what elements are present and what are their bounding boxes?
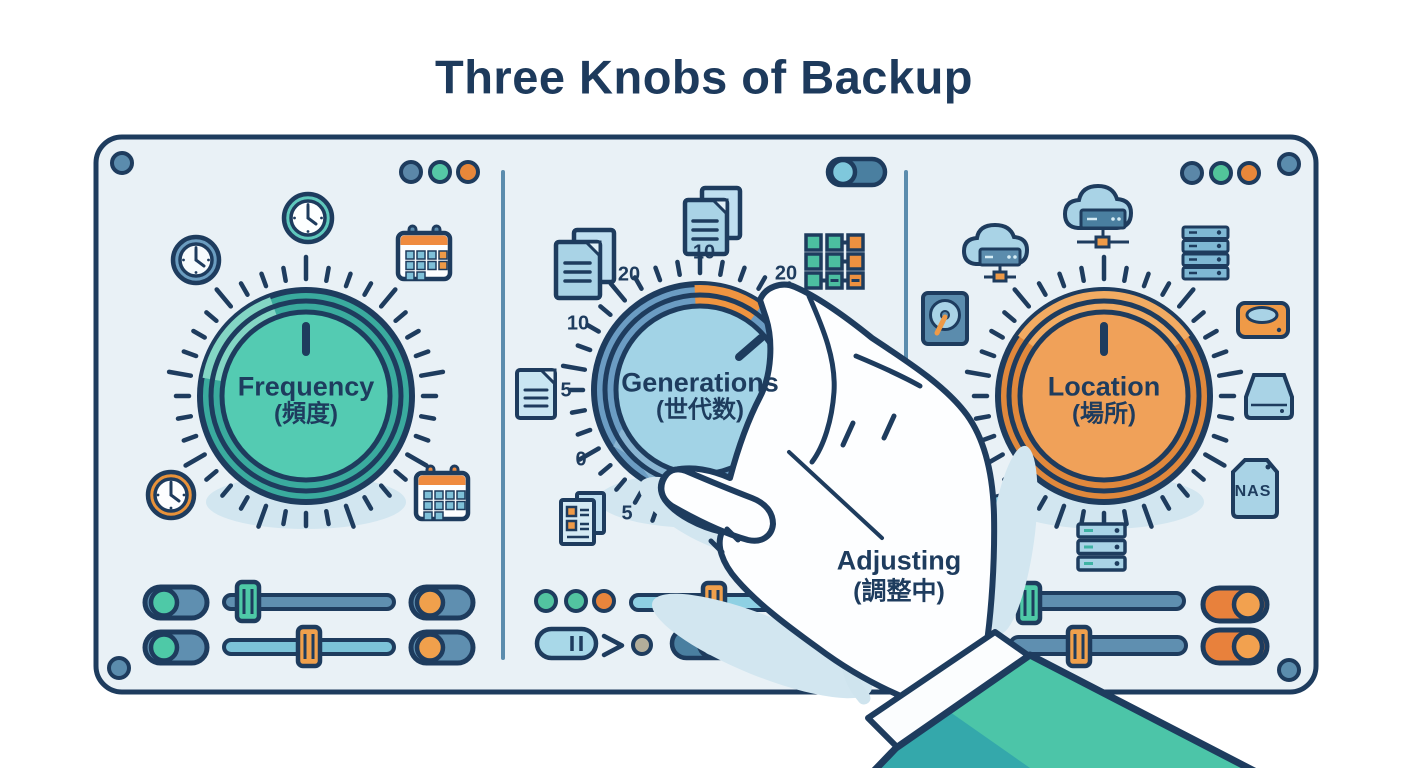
status-dot-blue	[1180, 161, 1204, 185]
calendar-icon	[395, 224, 453, 282]
indicator-dot	[631, 634, 653, 656]
screw-icon	[1277, 152, 1301, 176]
slider[interactable]	[1008, 624, 1188, 669]
corner-screws	[107, 151, 1301, 682]
chevron-right-icon	[601, 633, 625, 658]
toggle-switch[interactable]	[825, 156, 888, 188]
external-drive-icon	[1244, 373, 1294, 420]
status-lights	[399, 160, 480, 184]
status-dot-orange	[1237, 161, 1261, 185]
toggle-switch[interactable]	[408, 584, 476, 621]
calendar-icon	[413, 464, 471, 522]
frequency-controls	[142, 579, 476, 669]
toggle-switch[interactable]	[142, 584, 210, 621]
knob-pointer	[735, 334, 765, 361]
slider-handle[interactable]	[1065, 624, 1093, 669]
screw-icon	[110, 151, 134, 175]
slider[interactable]	[222, 624, 396, 669]
hand-illustration	[639, 281, 1257, 768]
clock-icon	[145, 469, 197, 521]
location-section	[921, 161, 1294, 669]
finger-creases	[708, 293, 923, 555]
external-drive-icon	[1236, 301, 1290, 339]
frequency-section	[142, 160, 480, 669]
status-dot-green	[1209, 161, 1233, 185]
toggle-switch[interactable]	[142, 629, 210, 666]
status-lights	[1180, 161, 1261, 185]
clock-icon	[281, 191, 335, 245]
knob-frequency[interactable]	[197, 287, 415, 505]
toggle-switch[interactable]	[1200, 627, 1270, 666]
clock-icon	[170, 234, 222, 286]
status-dot-blue	[399, 160, 423, 184]
screw-icon	[107, 656, 131, 680]
documents-icon	[682, 185, 743, 257]
status-dot-teal	[428, 160, 452, 184]
server-rack-icon	[1076, 522, 1127, 572]
documents-icon	[553, 227, 617, 301]
slider[interactable]	[222, 579, 396, 624]
screw-icon	[1277, 658, 1301, 682]
server-rack-icon	[1181, 225, 1230, 281]
status-dot-orange	[456, 160, 480, 184]
toggle-switch[interactable]	[1200, 585, 1270, 624]
document-image-icon	[559, 491, 606, 546]
status-dot-teal	[534, 589, 558, 613]
knob-location[interactable]	[995, 287, 1213, 505]
pill-button[interactable]	[534, 626, 599, 661]
cloud-server-icon	[1062, 183, 1134, 249]
status-dot-teal	[564, 589, 588, 613]
hand-palm	[657, 281, 1000, 711]
sleeve-shade	[875, 712, 1030, 768]
slider-handle[interactable]	[234, 579, 262, 624]
hdd-icon	[921, 291, 969, 346]
toggle-switch[interactable]	[408, 629, 476, 666]
document-icon	[515, 368, 557, 420]
slider[interactable]	[1010, 580, 1186, 626]
cloud-server-icon	[961, 222, 1030, 283]
grid-icon	[804, 233, 865, 290]
hand-thumb	[658, 466, 776, 544]
status-dot-orange	[592, 589, 616, 613]
annotation-callout-line	[787, 450, 884, 540]
nas-box-icon	[1231, 458, 1279, 519]
slider-handle[interactable]	[295, 624, 323, 669]
